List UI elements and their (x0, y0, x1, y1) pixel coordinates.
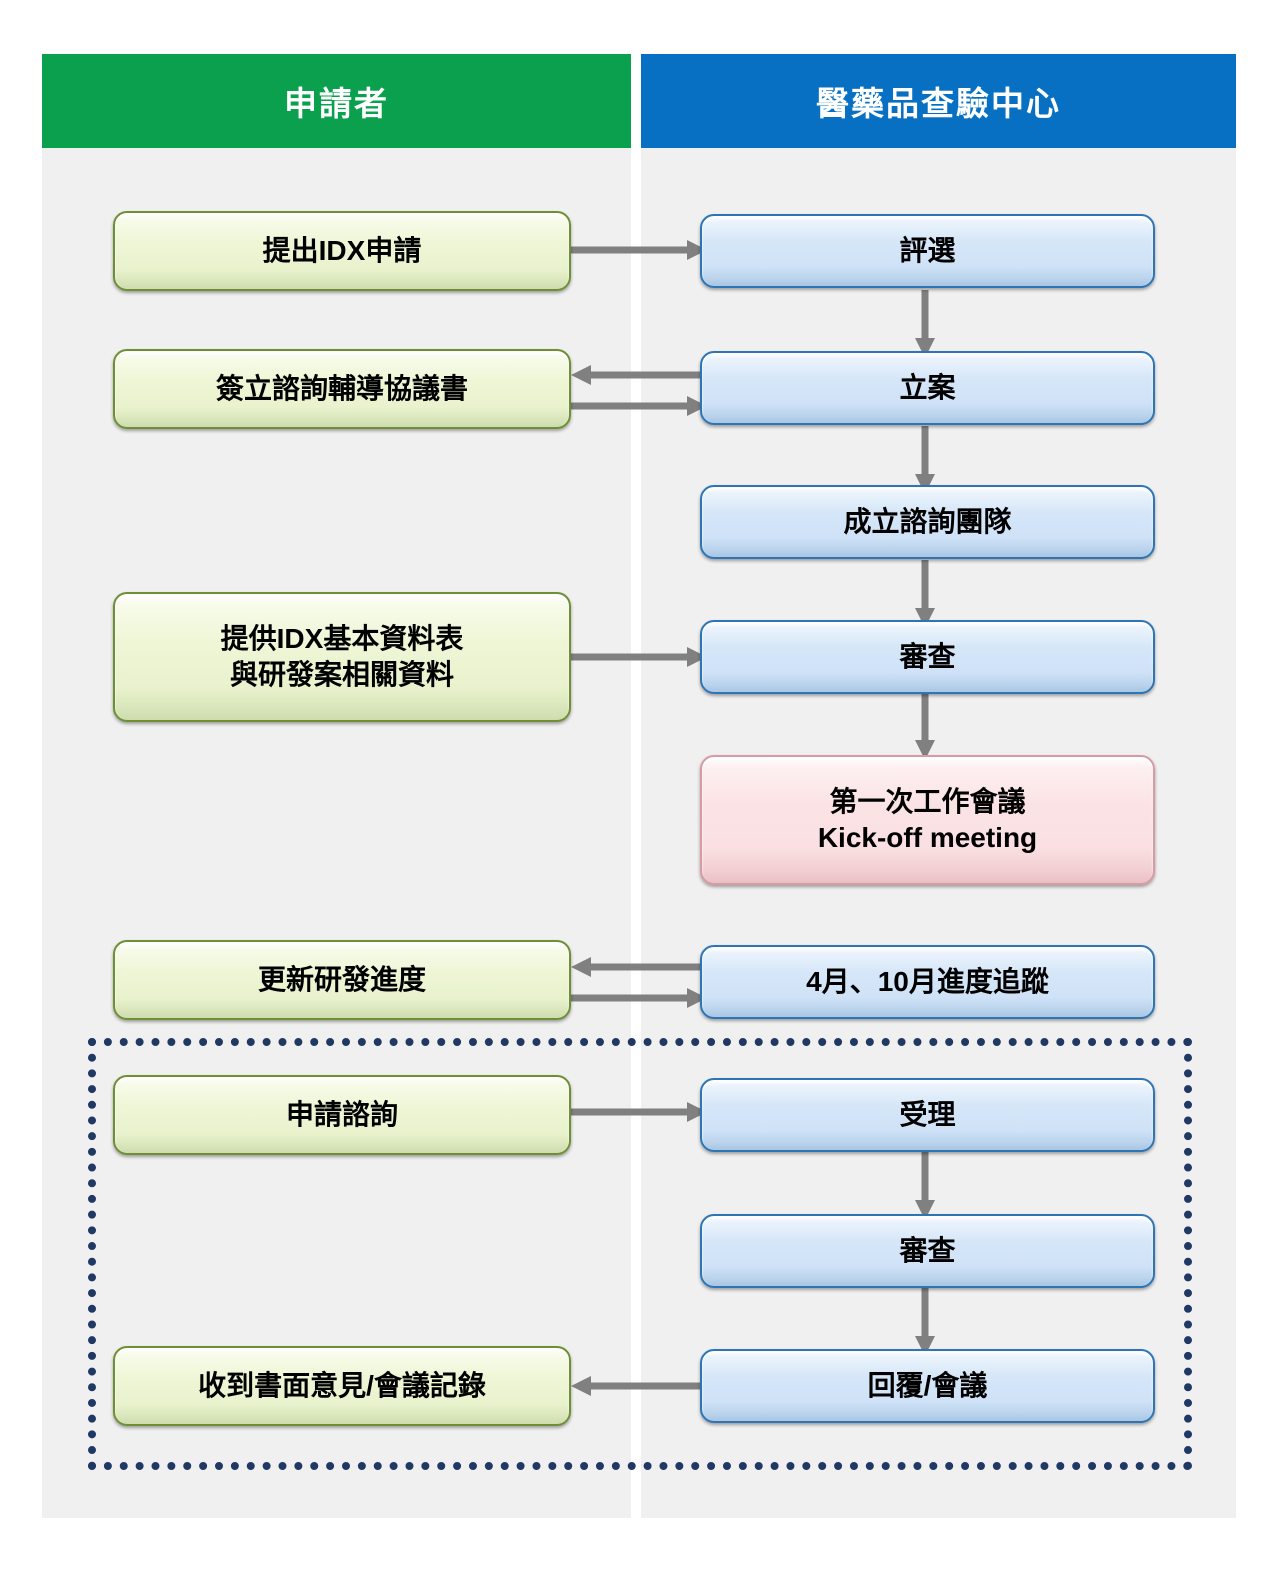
node-label-line: 成立諮詢團隊 (843, 505, 1012, 537)
connector-review-to-filing (913, 290, 937, 360)
node-label-line-1: 提供IDX基本資料表 (220, 622, 464, 654)
node-request-consultation[interactable]: 申請諮詢 (113, 1075, 571, 1155)
lane-header-applicant-label: 申請者 (284, 85, 389, 122)
node-label-line: 回覆/會議 (867, 1369, 988, 1401)
node-receive-written-opinion[interactable]: 收到書面意見/會議記錄 (113, 1346, 571, 1426)
lane-header-cde: 醫藥品查驗中心 (641, 54, 1236, 148)
lane-header-applicant: 申請者 (42, 54, 631, 148)
node-label-line-1: 第一次工作會議 (829, 785, 1026, 817)
connector-agreement-to-filing (569, 394, 709, 418)
connector-request-to-acceptance (569, 1100, 709, 1124)
node-label-line: 4月、10月進度追蹤 (806, 965, 1049, 997)
node-label-line-2: 與研發案相關資料 (229, 659, 454, 690)
node-form-consultation-team[interactable]: 成立諮詢團隊 (700, 485, 1155, 559)
node-evaluation[interactable]: 審查 (700, 620, 1155, 694)
connector-reply-to-opinion (563, 1374, 709, 1398)
node-label-line: 簽立諮詢輔導協議書 (215, 372, 468, 404)
connector-filing-to-team (913, 426, 937, 496)
connector-datasheet-to-evaluation (569, 645, 709, 669)
connector-filing-to-agreement (563, 363, 709, 387)
node-review[interactable]: 審查 (700, 1214, 1155, 1288)
node-kickoff-meeting[interactable]: 第一次工作會議 Kick-off meeting (700, 755, 1155, 885)
node-label-line: 評選 (899, 234, 956, 266)
node-case-filing[interactable]: 立案 (700, 351, 1155, 425)
node-label-line: 提出IDX申請 (262, 234, 422, 266)
node-selection[interactable]: 評選 (700, 214, 1155, 288)
node-label-line-2: Kick-off meeting (817, 822, 1038, 853)
node-sign-consultation-agreement[interactable]: 簽立諮詢輔導協議書 (113, 349, 571, 429)
node-label-line: 立案 (899, 371, 956, 403)
node-label-line: 審查 (899, 640, 956, 672)
node-label-line: 申請諮詢 (285, 1098, 398, 1130)
connector-team-to-evaluation (913, 560, 937, 630)
node-label-line: 更新研發進度 (257, 963, 426, 995)
node-provide-idx-datasheet[interactable]: 提供IDX基本資料表 與研發案相關資料 (113, 592, 571, 722)
lane-header-cde-label: 醫藥品查驗中心 (816, 85, 1061, 122)
connector-tracking-to-update (563, 955, 709, 979)
connector-acceptance-to-review2 (913, 1152, 937, 1222)
node-label-line: 審查 (899, 1234, 956, 1266)
node-submit-idx-application[interactable]: 提出IDX申請 (113, 211, 571, 291)
connector-update-to-tracking (569, 986, 709, 1010)
node-progress-tracking[interactable]: 4月、10月進度追蹤 (700, 945, 1155, 1019)
node-update-rd-progress[interactable]: 更新研發進度 (113, 940, 571, 1020)
node-label-line: 收到書面意見/會議記錄 (198, 1369, 486, 1401)
node-label-line: 受理 (899, 1098, 956, 1130)
connector-evaluation-to-kickoff (913, 694, 937, 762)
connector-submit-to-review (569, 238, 709, 262)
connector-review2-to-reply (913, 1288, 937, 1358)
node-reply-meeting[interactable]: 回覆/會議 (700, 1349, 1155, 1423)
node-acceptance[interactable]: 受理 (700, 1078, 1155, 1152)
